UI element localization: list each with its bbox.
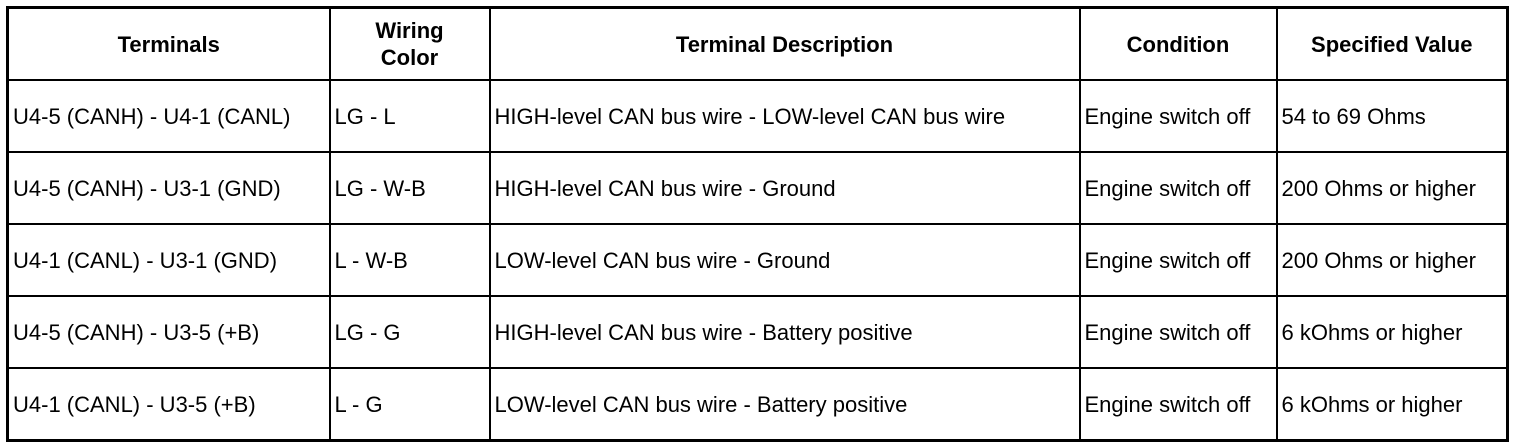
cell-wiring-color: L - W-B	[328, 223, 491, 297]
table-row: U4-1 (CANL) - U3-1 (GND) L - W-B LOW-lev…	[6, 223, 1509, 297]
cell-condition: Engine switch off	[1078, 223, 1278, 297]
cell-condition: Engine switch off	[1078, 295, 1278, 369]
table-body: U4-5 (CANH) - U4-1 (CANL) LG - L HIGH-le…	[6, 79, 1509, 442]
cell-wiring-color: LG - G	[328, 295, 491, 369]
cell-description: HIGH-level CAN bus wire - Ground	[488, 151, 1081, 225]
cell-specified-value: 200 Ohms or higher	[1275, 223, 1509, 297]
cell-description: LOW-level CAN bus wire - Ground	[488, 223, 1081, 297]
table-row: U4-5 (CANH) - U3-5 (+B) LG - G HIGH-leve…	[6, 295, 1509, 369]
cell-description: HIGH-level CAN bus wire - Battery positi…	[488, 295, 1081, 369]
cell-description: HIGH-level CAN bus wire - LOW-level CAN …	[488, 79, 1081, 153]
header-condition: Condition	[1078, 6, 1278, 81]
cell-specified-value: 200 Ohms or higher	[1275, 151, 1509, 225]
terminal-spec-table: Terminals Wiring Color Terminal Descript…	[6, 6, 1509, 442]
table-row: U4-1 (CANL) - U3-5 (+B) L - G LOW-level …	[6, 367, 1509, 442]
table-row: U4-5 (CANH) - U3-1 (GND) LG - W-B HIGH-l…	[6, 151, 1509, 225]
cell-wiring-color: L - G	[328, 367, 491, 442]
cell-terminals: U4-5 (CANH) - U4-1 (CANL)	[6, 79, 331, 153]
header-specified-value: Specified Value	[1275, 6, 1509, 81]
header-terminal-description: Terminal Description	[488, 6, 1081, 81]
cell-condition: Engine switch off	[1078, 151, 1278, 225]
header-row: Terminals Wiring Color Terminal Descript…	[6, 6, 1509, 81]
cell-wiring-color: LG - L	[328, 79, 491, 153]
header-wiring-color: Wiring Color	[328, 6, 491, 81]
cell-terminals: U4-1 (CANL) - U3-5 (+B)	[6, 367, 331, 442]
cell-specified-value: 54 to 69 Ohms	[1275, 79, 1509, 153]
header-wiring-color-line2: Color	[380, 45, 439, 70]
table-row: U4-5 (CANH) - U4-1 (CANL) LG - L HIGH-le…	[6, 79, 1509, 153]
cell-terminals: U4-5 (CANH) - U3-5 (+B)	[6, 295, 331, 369]
cell-condition: Engine switch off	[1078, 79, 1278, 153]
table-header: Terminals Wiring Color Terminal Descript…	[6, 6, 1509, 81]
cell-description: LOW-level CAN bus wire - Battery positiv…	[488, 367, 1081, 442]
cell-condition: Engine switch off	[1078, 367, 1278, 442]
cell-wiring-color: LG - W-B	[328, 151, 491, 225]
cell-specified-value: 6 kOhms or higher	[1275, 367, 1509, 442]
cell-specified-value: 6 kOhms or higher	[1275, 295, 1509, 369]
cell-terminals: U4-5 (CANH) - U3-1 (GND)	[6, 151, 331, 225]
cell-terminals: U4-1 (CANL) - U3-1 (GND)	[6, 223, 331, 297]
header-terminals: Terminals	[6, 6, 331, 81]
header-wiring-color-line1: Wiring	[375, 18, 444, 43]
